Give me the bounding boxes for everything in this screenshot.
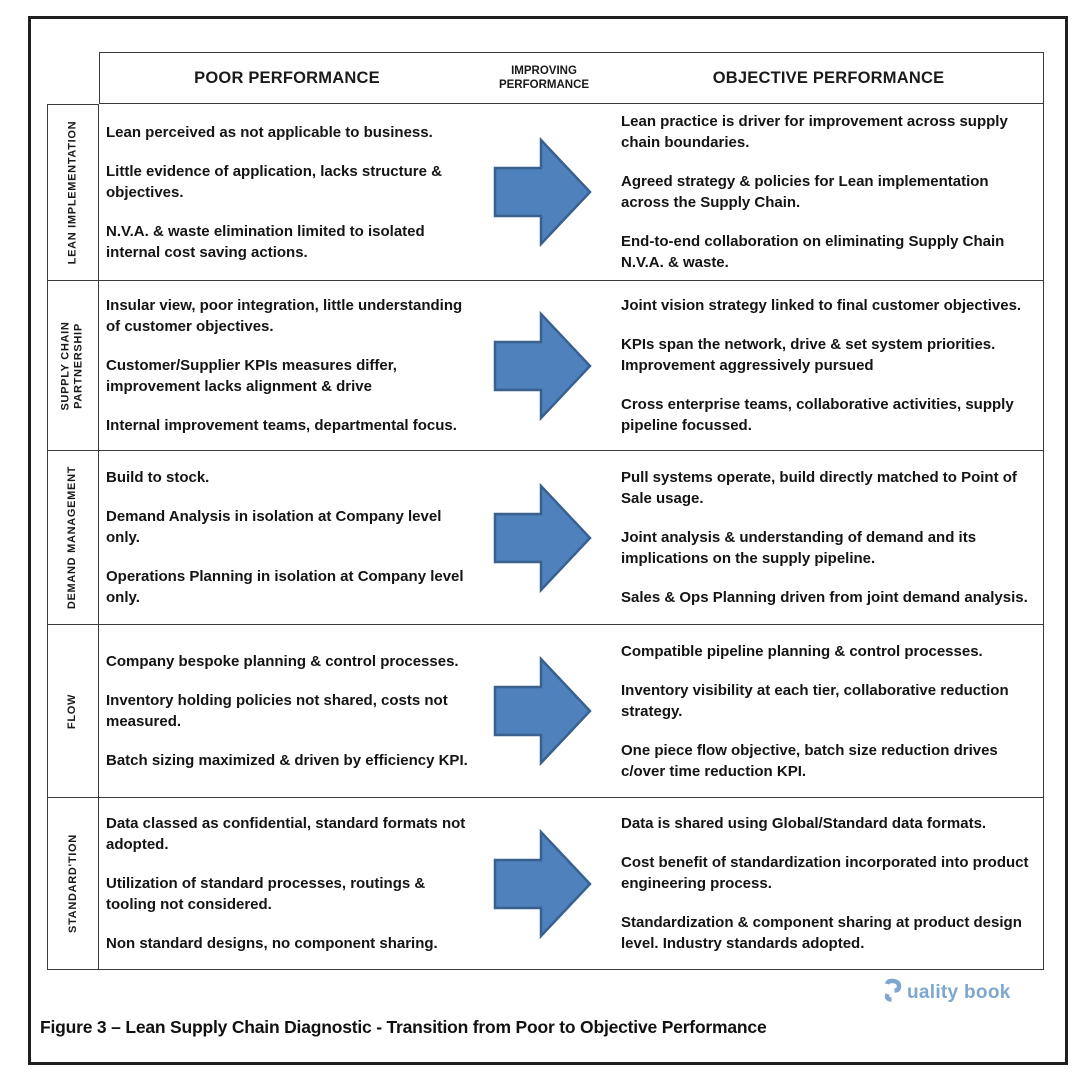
row-content: Data classed as confidential, standard f… bbox=[99, 798, 1044, 970]
row-label-standardization: STANDARD'TION bbox=[66, 834, 79, 933]
row-label-demand-management: DEMAND MANAGEMENT bbox=[66, 465, 79, 610]
objective-item: Cross enterprise teams, collaborative ac… bbox=[621, 396, 1014, 434]
objective-performance-text: Lean practice is driver for improvement … bbox=[613, 104, 1043, 280]
figure-caption: Figure 3 – Lean Supply Chain Diagnostic … bbox=[40, 1017, 767, 1037]
objective-item: Standardization & component sharing at p… bbox=[621, 914, 1022, 952]
objective-item: Joint analysis & understanding of demand… bbox=[621, 529, 977, 567]
objective-item: Lean practice is driver for improvement … bbox=[621, 113, 1008, 151]
objective-item: KPIs span the network, drive & set syste… bbox=[621, 336, 996, 374]
row-label-cell: STANDARD'TION bbox=[47, 798, 99, 970]
objective-item: Cost benefit of standardization incorpor… bbox=[621, 854, 1029, 892]
table-header-row: POOR PERFORMANCE IMPROVING PERFORMANCE O… bbox=[99, 52, 1044, 104]
quality-book-logo-icon bbox=[884, 978, 902, 1002]
right-arrow-icon bbox=[493, 310, 592, 421]
column-header-objective-performance: OBJECTIVE PERFORMANCE bbox=[712, 68, 945, 87]
row-label-cell: SUPPLY CHAIN PARTNERSHIP bbox=[47, 281, 99, 451]
quality-book-logo-text: uality book bbox=[907, 982, 1011, 1003]
objective-item: Pull systems operate, build directly mat… bbox=[621, 469, 1017, 507]
poor-item: N.V.A. & waste elimination limited to is… bbox=[106, 222, 425, 261]
table-row-lean-implementation: LEAN IMPLEMENTATION Lean perceived as no… bbox=[47, 104, 1044, 281]
poor-item: Inventory holding policies not shared, c… bbox=[106, 692, 448, 730]
row-label-flow: FLOW bbox=[66, 693, 79, 729]
objective-performance-text: Compatible pipeline planning & control p… bbox=[613, 625, 1043, 797]
poor-performance-text: Data classed as confidential, standard f… bbox=[99, 798, 473, 969]
right-arrow-icon bbox=[493, 137, 592, 247]
right-arrow-icon bbox=[493, 828, 592, 939]
poor-item: Internal improvement teams, departmental… bbox=[106, 417, 457, 434]
arrow-column bbox=[473, 451, 613, 624]
poor-item: Batch sizing maximized & driven by effic… bbox=[106, 752, 468, 769]
row-label-supply-chain-partnership: SUPPLY CHAIN PARTNERSHIP bbox=[60, 320, 85, 411]
row-label-lean-implementation: LEAN IMPLEMENTATION bbox=[66, 120, 79, 265]
row-label-cell: DEMAND MANAGEMENT bbox=[47, 451, 99, 625]
poor-item: Insular view, poor integration, little u… bbox=[106, 297, 463, 335]
table-row-supply-chain-partnership: SUPPLY CHAIN PARTNERSHIP Insular view, p… bbox=[47, 281, 1044, 451]
objective-item: Compatible pipeline planning & control p… bbox=[621, 642, 983, 660]
table-row-flow: FLOW Company bespoke planning & control … bbox=[47, 625, 1044, 798]
column-header-poor-performance: POOR PERFORMANCE bbox=[194, 68, 380, 87]
objective-performance-text: Pull systems operate, build directly mat… bbox=[613, 451, 1043, 624]
right-arrow-icon bbox=[493, 482, 592, 593]
lean-diagnostic-table: POOR PERFORMANCE IMPROVING PERFORMANCE O… bbox=[47, 52, 1044, 970]
poor-item: Data classed as confidential, standard f… bbox=[106, 815, 466, 853]
poor-item: Little evidence of application, lacks st… bbox=[106, 162, 442, 201]
poor-item: Non standard designs, no component shari… bbox=[106, 935, 438, 952]
objective-performance-text: Data is shared using Global/Standard dat… bbox=[613, 798, 1043, 969]
objective-item: Inventory visibility at each tier, colla… bbox=[621, 681, 1009, 720]
poor-item: Utilization of standard processes, routi… bbox=[106, 875, 426, 913]
poor-item: Customer/Supplier KPIs measures differ, … bbox=[106, 357, 397, 395]
row-content: Lean perceived as not applicable to busi… bbox=[99, 104, 1044, 281]
row-content: Company bespoke planning & control proce… bbox=[99, 625, 1044, 798]
poor-item: Company bespoke planning & control proce… bbox=[106, 653, 459, 670]
objective-item: One piece flow objective, batch size red… bbox=[621, 741, 998, 780]
row-content: Build to stock. Demand Analysis in isola… bbox=[99, 451, 1044, 625]
quality-book-logo: uality book bbox=[880, 978, 1011, 1006]
poor-item: Demand Analysis in isolation at Company … bbox=[106, 508, 442, 546]
poor-performance-text: Lean perceived as not applicable to busi… bbox=[99, 104, 473, 280]
row-content: Insular view, poor integration, little u… bbox=[99, 281, 1044, 451]
objective-item: End-to-end collaboration on eliminating … bbox=[621, 233, 1005, 271]
right-arrow-icon bbox=[493, 656, 592, 766]
table-row-standardization: STANDARD'TION Data classed as confidenti… bbox=[47, 798, 1044, 970]
arrow-column bbox=[473, 104, 613, 280]
poor-item: Build to stock. bbox=[106, 469, 210, 486]
objective-item: Agreed strategy & policies for Lean impl… bbox=[621, 173, 989, 211]
objective-item: Joint vision strategy linked to final cu… bbox=[621, 297, 1022, 314]
poor-performance-text: Build to stock. Demand Analysis in isola… bbox=[99, 451, 473, 624]
objective-performance-text: Joint vision strategy linked to final cu… bbox=[613, 281, 1043, 450]
objective-item: Sales & Ops Planning driven from joint d… bbox=[621, 589, 1028, 606]
row-label-cell: LEAN IMPLEMENTATION bbox=[47, 104, 99, 281]
row-label-cell: FLOW bbox=[47, 625, 99, 798]
poor-item: Lean perceived as not applicable to busi… bbox=[106, 123, 433, 141]
table-row-demand-management: DEMAND MANAGEMENT Build to stock. Demand… bbox=[47, 451, 1044, 625]
figure-border-frame: POOR PERFORMANCE IMPROVING PERFORMANCE O… bbox=[28, 16, 1068, 1065]
objective-item: Data is shared using Global/Standard dat… bbox=[621, 815, 987, 832]
arrow-column bbox=[473, 798, 613, 969]
poor-item: Operations Planning in isolation at Comp… bbox=[106, 568, 464, 606]
arrow-column bbox=[473, 281, 613, 450]
column-header-improving-performance: IMPROVING PERFORMANCE bbox=[498, 65, 590, 91]
arrow-column bbox=[473, 625, 613, 797]
poor-performance-text: Company bespoke planning & control proce… bbox=[99, 625, 473, 797]
poor-performance-text: Insular view, poor integration, little u… bbox=[99, 281, 473, 450]
